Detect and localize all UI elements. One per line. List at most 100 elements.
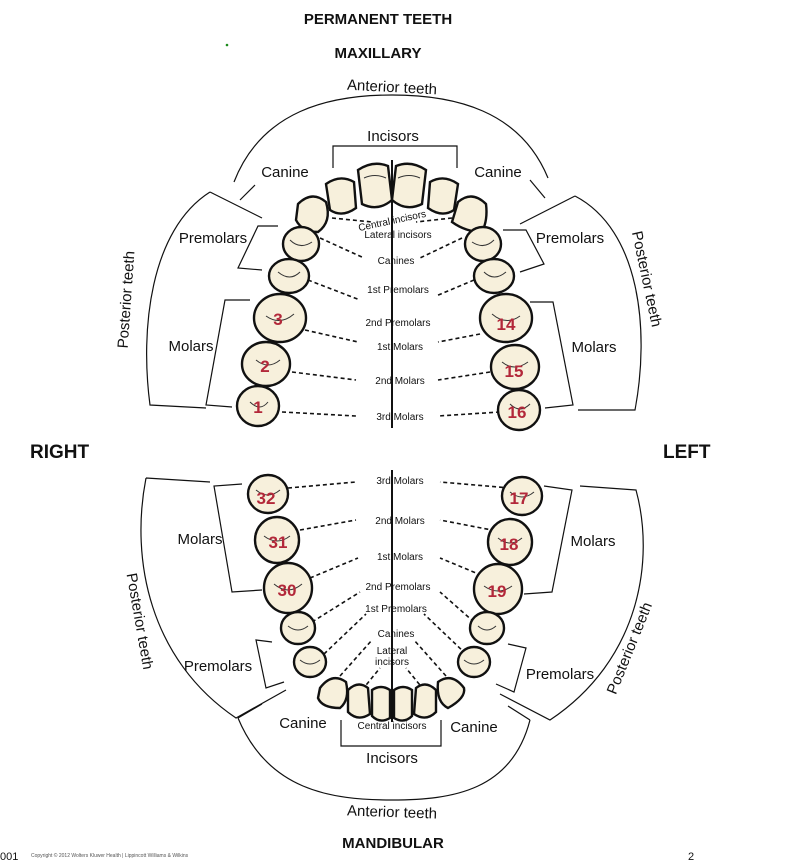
upper-left-posterior-arc: [575, 196, 641, 410]
tooth-number-30: 30: [278, 581, 297, 600]
lower-leader: [340, 640, 372, 676]
tooth-upper-left-central-incisor: [392, 164, 426, 207]
upper-first-premolars-label: 1st Premolars: [367, 285, 429, 296]
footer-copyright: Copyright © 2012 Wolters Kluwer Health |…: [31, 852, 189, 859]
tooth-number-17: 17: [510, 489, 529, 508]
upper-right-molars-label: Molars: [168, 338, 213, 355]
upper-leader: [308, 280, 360, 300]
tooth-lower-right-lateral-incisor: [348, 684, 370, 717]
tooth-number-3: 3: [273, 310, 282, 329]
upper-left-premolars-label: Premolars: [536, 230, 604, 247]
left-side-label: LEFT: [663, 442, 711, 463]
tooth-lower-left-second-premolar: [470, 612, 504, 644]
tooth-lower-left-central-incisor: [394, 687, 412, 721]
tooth-lower-left-first-premolar: [458, 647, 490, 677]
tooth-number-2: 2: [260, 357, 269, 376]
lower-right-premolars-label: Premolars: [184, 658, 252, 675]
lower-leader: [310, 558, 358, 578]
tooth-number-15: 15: [505, 362, 524, 381]
upper-left-molars-label: Molars: [571, 339, 616, 356]
upper-third-molars-label: 3rd Molars: [376, 412, 423, 423]
upper-leader: [438, 372, 490, 380]
lower-leader: [440, 592, 474, 622]
upper-right-canine-label: Canine: [261, 164, 309, 181]
upper-leader: [438, 412, 500, 416]
upper-teeth: [237, 164, 540, 430]
footer-left-fragment: 001: [0, 851, 18, 860]
lower-leader: [324, 614, 366, 654]
lower-incisors-label: Incisors: [366, 750, 418, 767]
maxillary-heading: MAXILLARY: [335, 45, 422, 62]
lower-second-molars-label: 2nd Molars: [375, 516, 424, 527]
lower-second-premolars-label: 2nd Premolars: [365, 582, 430, 593]
upper-leader: [305, 330, 358, 342]
tooth-upper-right-central-incisor: [358, 164, 392, 207]
lower-left-posterior-label: Posterior teeth: [604, 600, 656, 697]
right-side-label: RIGHT: [30, 442, 90, 463]
tooth-number-1: 1: [253, 398, 262, 417]
upper-leader: [292, 372, 356, 380]
upper-leader: [282, 412, 356, 416]
upper-right-posterior-tick: [210, 192, 262, 218]
lower-right-molars-label: Molars: [177, 531, 222, 548]
tooth-upper-left-first-premolar: [465, 227, 501, 261]
tooth-number-31: 31: [269, 533, 288, 552]
stray-dot: [226, 44, 229, 47]
lower-leader: [440, 482, 510, 488]
tooth-upper-right-first-premolar: [283, 227, 319, 261]
upper-anterior-label: Anterior teeth: [347, 77, 438, 99]
tooth-number-18: 18: [500, 535, 519, 554]
tooth-lower-right-first-premolar: [294, 647, 326, 677]
lower-first-molars-label: 1st Molars: [377, 552, 423, 563]
tooth-upper-right-lateral-incisor: [326, 178, 356, 213]
lower-third-molars-label: 3rd Molars: [376, 476, 423, 487]
tooth-number-32: 32: [257, 489, 276, 508]
upper-lateral-incisors-label: Lateral incisors: [364, 230, 431, 241]
footer-page-fragment: 2: [688, 851, 694, 860]
lower-left-premolars-bracket: [496, 644, 526, 692]
lower-first-premolars-label: 1st Premolars: [365, 604, 427, 615]
lower-lateral-label: Lateral: [377, 646, 408, 657]
mandibular-heading: MANDIBULAR: [342, 835, 444, 852]
tooth-upper-right-second-premolar: [269, 259, 309, 293]
tooth-lower-right-second-premolar: [281, 612, 315, 644]
upper-left-posterior-tick: [520, 196, 575, 224]
tooth-upper-left-second-premolar: [474, 259, 514, 293]
tooth-number-14: 14: [497, 315, 516, 334]
lower-leader: [300, 520, 356, 530]
tooth-lower-left-canine: [438, 678, 464, 708]
tooth-upper-left-lateral-incisor: [428, 178, 458, 213]
upper-second-premolars-label: 2nd Premolars: [365, 318, 430, 329]
upper-incisors-bracket: [333, 146, 457, 168]
upper-leader: [420, 238, 462, 258]
upper-left-canine-label: Canine: [474, 164, 522, 181]
upper-leader: [320, 238, 364, 258]
tooth-number-19: 19: [488, 582, 507, 601]
chart-title: PERMANENT TEETH: [304, 11, 452, 28]
lower-anterior-label: Anterior teeth: [347, 802, 438, 822]
lower-right-premolars-bracket: [256, 640, 284, 688]
upper-right-posterior-label: Posterior teeth: [115, 250, 139, 349]
lower-incisors-small-label: incisors: [375, 657, 409, 668]
tooth-lower-right-canine: [318, 678, 347, 708]
lower-right-posterior-label: Posterior teeth: [123, 572, 157, 671]
lower-leader: [424, 614, 466, 654]
lower-leader: [288, 482, 356, 488]
upper-anterior-tick-right: [240, 185, 255, 200]
upper-anterior-tick-left: [530, 180, 545, 198]
lower-left-canine-label: Canine: [450, 719, 498, 736]
lower-left-molars-label: Molars: [570, 533, 615, 550]
upper-second-molars-label: 2nd Molars: [375, 376, 424, 387]
upper-leader: [436, 280, 474, 296]
tooth-lower-left-lateral-incisor: [414, 684, 436, 717]
upper-first-molars-label: 1st Molars: [377, 342, 423, 353]
lower-right-canine-label: Canine: [279, 715, 327, 732]
upper-right-premolars-label: Premolars: [179, 230, 247, 247]
lower-canines-label: Canines: [378, 629, 415, 640]
tooth-lower-right-central-incisor: [372, 687, 390, 721]
lower-leader: [312, 592, 360, 622]
lower-left-premolars-label: Premolars: [526, 666, 594, 683]
upper-incisors-label: Incisors: [367, 128, 419, 145]
tooth-number-16: 16: [508, 403, 527, 422]
